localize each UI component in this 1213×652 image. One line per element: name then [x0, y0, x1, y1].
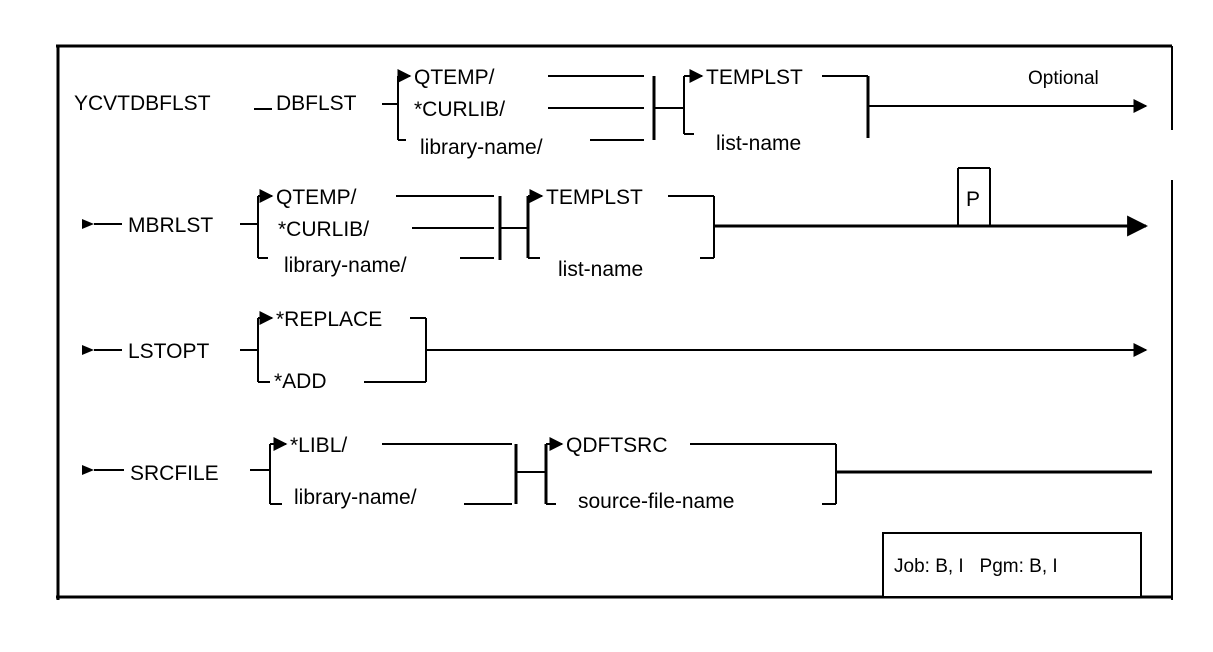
lstopt-keyword: LSTOPT: [128, 340, 209, 363]
optional-label: Optional: [1028, 68, 1099, 89]
environment-text: Job: B, I Pgm: B, I: [894, 556, 1058, 577]
dbflst-keyword: DBFLST: [276, 92, 357, 115]
row-lstopt: LSTOPT *REPLACE *ADD: [82, 308, 1148, 393]
srcfile-file-source-file-name: source-file-name: [578, 490, 734, 513]
srcfile-file-qdftsrc: QDFTSRC: [566, 434, 668, 457]
srcfile-lib-libl: *LIBL/: [290, 434, 347, 457]
positional-marker: P: [957, 167, 991, 226]
mbrlst-list-templst: TEMPLST: [546, 186, 643, 209]
srcfile-keyword: SRCFILE: [130, 462, 219, 485]
dbflst-list-templst: TEMPLST: [706, 66, 803, 89]
lstopt-replace: *REPLACE: [276, 308, 382, 331]
dbflst-lib-library-name: library-name/: [420, 136, 543, 159]
row-srcfile: SRCFILE *LIBL/ library-name/ QDFTSRC sou…: [82, 434, 1152, 513]
row-mbrlst: MBRLST QTEMP/ *CURLIB/ library-name/ TEM…: [82, 167, 1149, 281]
dbflst-lib-curlib: *CURLIB/: [414, 98, 505, 121]
positional-marker-label: P: [966, 188, 980, 211]
row-dbflst: YCVTDBFLST DBFLST Optional QTEMP/ *CURLI…: [74, 66, 1148, 159]
mbrlst-list-name: list-name: [558, 258, 643, 281]
dbflst-lib-qtemp: QTEMP/: [414, 66, 495, 89]
lstopt-add: *ADD: [274, 370, 327, 393]
mbrlst-lib-curlib: *CURLIB/: [278, 218, 369, 241]
diagram-frame: [56, 44, 1173, 600]
command-name: YCVTDBFLST: [74, 92, 211, 115]
mbrlst-keyword: MBRLST: [128, 214, 213, 237]
mbrlst-lib-qtemp: QTEMP/: [276, 186, 357, 209]
srcfile-lib-library-name: library-name/: [294, 486, 417, 509]
dbflst-list-name: list-name: [716, 132, 801, 155]
mbrlst-lib-library-name: library-name/: [284, 254, 407, 277]
environment-box: Job: B, I Pgm: B, I: [882, 532, 1142, 598]
